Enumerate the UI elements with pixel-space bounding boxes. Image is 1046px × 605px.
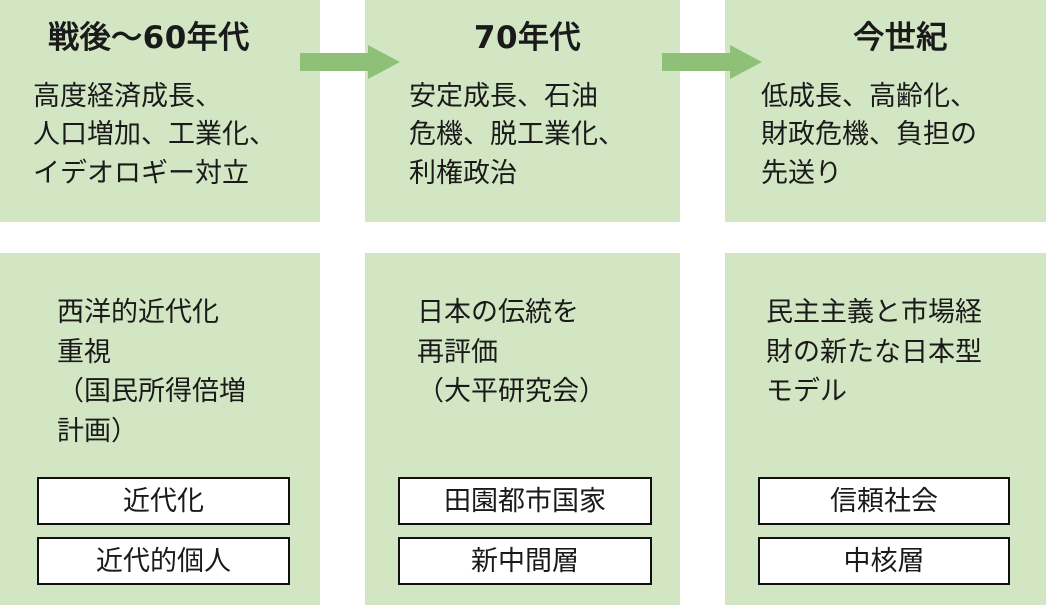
- concept-panel-1: 西洋的近代化 重視 （国民所得倍増 計画） 近代化 近代的個人: [0, 253, 320, 605]
- era-description-2: 安定成長、石油 危機、脱工業化、 利権政治: [409, 81, 625, 189]
- keyword-box[interactable]: 信頼社会: [758, 477, 1010, 525]
- era-panel-2: 70年代 安定成長、石油 危機、脱工業化、 利権政治: [365, 0, 680, 222]
- keyword-box[interactable]: 近代化: [37, 477, 290, 525]
- era-heading-3: 今世紀: [853, 20, 948, 56]
- concept-description-2: 日本の伝統を 再評価 （大平研究会）: [417, 297, 606, 408]
- era-description-1: 高度経済成長、 人口増加、工業化、 イデオロギー対立: [33, 81, 276, 189]
- era-heading-1: 戦後〜60年代: [48, 20, 250, 56]
- keyword-box[interactable]: 中核層: [758, 537, 1010, 585]
- concept-panel-2: 日本の伝統を 再評価 （大平研究会） 田園都市国家 新中間層: [365, 253, 680, 605]
- era-panel-1: 戦後〜60年代 高度経済成長、 人口増加、工業化、 イデオロギー対立: [0, 0, 320, 222]
- keyword-box[interactable]: 新中間層: [398, 537, 652, 585]
- concept-panel-3: 民主主義と市場経 財の新たな日本型 モデル 信頼社会 中核層: [725, 253, 1046, 605]
- keyword-list-3: 信頼社会 中核層: [758, 477, 1010, 585]
- arrow-right-icon: [300, 45, 400, 79]
- concept-description-3: 民主主義と市場経 財の新たな日本型 モデル: [766, 297, 982, 408]
- era-description-3: 低成長、高齢化、 財政危機、負担の 先送り: [761, 81, 977, 189]
- keyword-list-2: 田園都市国家 新中間層: [398, 477, 652, 585]
- era-heading-2: 70年代: [473, 20, 582, 56]
- arrow-right-icon: [662, 45, 762, 79]
- concept-description-1: 西洋的近代化 重視 （国民所得倍増 計画）: [57, 297, 246, 448]
- keyword-box[interactable]: 近代的個人: [37, 537, 290, 585]
- keyword-list-1: 近代化 近代的個人: [37, 477, 290, 585]
- era-panel-3: 今世紀 低成長、高齢化、 財政危機、負担の 先送り: [725, 0, 1046, 222]
- keyword-box[interactable]: 田園都市国家: [398, 477, 652, 525]
